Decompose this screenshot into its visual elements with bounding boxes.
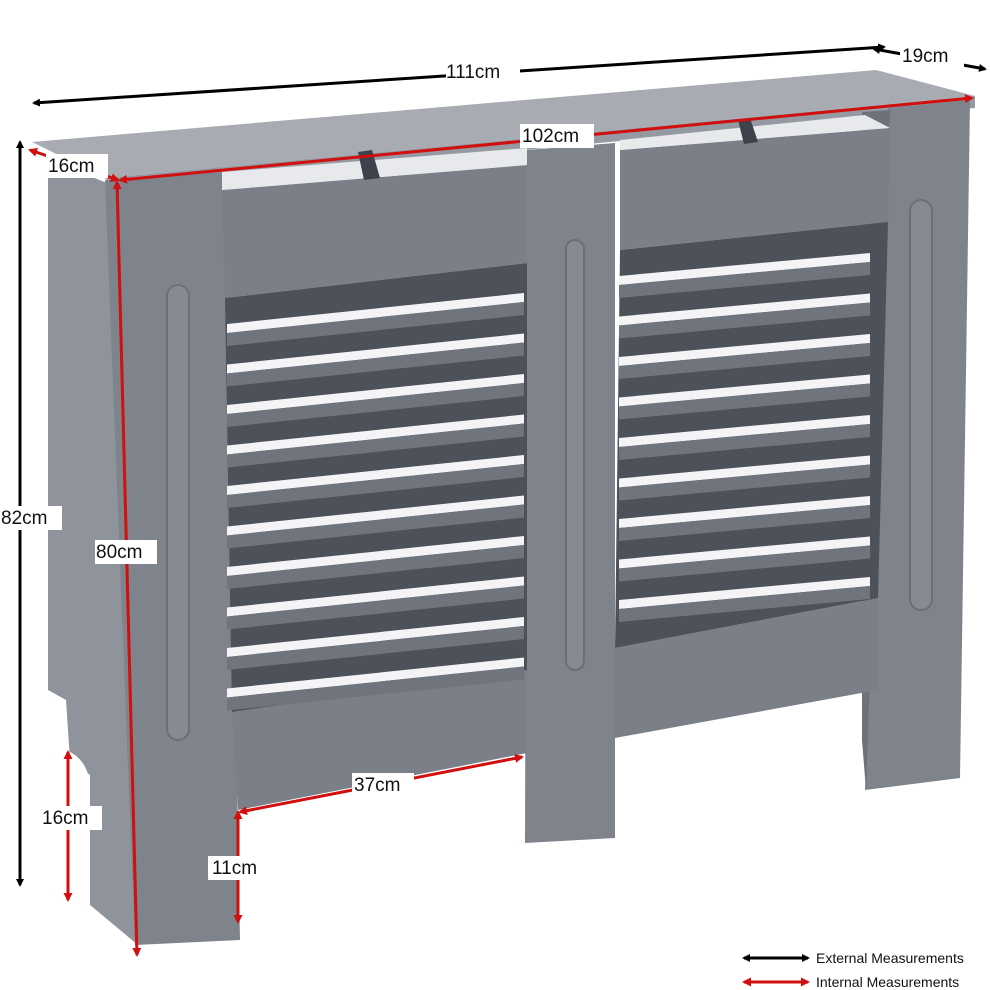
right-slat-face [619, 262, 870, 298]
right-slat [619, 577, 870, 609]
right-slat [619, 253, 870, 285]
right-slat-face [619, 505, 870, 541]
left-slat-face [227, 423, 524, 468]
internal-depth-label: 16cm [48, 156, 94, 177]
internal-width-label: 102cm [522, 126, 579, 147]
right-bottom-rail [615, 598, 878, 738]
left-groove [166, 284, 190, 741]
legend-internal-label: Internal Measurements [816, 974, 959, 990]
left-slat [227, 576, 524, 617]
external-width-label: 111cm [446, 62, 500, 83]
panel-width-label: 37cm [354, 775, 400, 796]
right-slat [619, 496, 870, 528]
left-slat [227, 617, 524, 657]
left-top-rail [222, 165, 527, 298]
left-slat-face [227, 383, 524, 427]
left-slat-face [227, 302, 524, 346]
left-slat-group [227, 293, 524, 711]
right-groove [909, 199, 933, 611]
left-slat [227, 414, 524, 455]
right-slat [619, 334, 870, 366]
middle-groove [565, 239, 585, 671]
left-slat [227, 495, 524, 536]
right-slat-face [619, 545, 870, 582]
radiator-cabinet [32, 70, 975, 945]
external-height-label: 82cm [1, 508, 47, 529]
bottom-clearance-label: 11cm [212, 858, 257, 879]
right-slat-face [619, 464, 870, 501]
left-slat [227, 536, 524, 576]
external-depth-label: 19cm [902, 46, 948, 67]
right-slat-group [619, 253, 870, 622]
right-slat [619, 415, 870, 447]
right-slat-face [619, 424, 870, 460]
right-slat-face [619, 383, 870, 420]
right-slat [619, 455, 870, 488]
left-slat-face [227, 626, 524, 670]
right-slat-face [619, 343, 870, 379]
legend: External Measurements Internal Measureme… [742, 950, 964, 990]
internal-height-arrow [112, 180, 142, 957]
right-slat [619, 374, 870, 407]
right-slat-face [619, 586, 870, 622]
right-slat [619, 536, 870, 569]
left-slat-face [227, 545, 524, 589]
left-slat [227, 293, 524, 333]
left-slat-face [227, 342, 524, 387]
left-slat-face [227, 464, 524, 508]
internal-height-label: 80cm [96, 542, 142, 563]
left-slat [227, 333, 524, 374]
right-slat-face [619, 302, 870, 339]
left-slat-face [227, 504, 524, 549]
measurement-labels: 111cm 19cm 82cm 102cm 16cm 80cm 37cm 16c… [0, 44, 964, 880]
right-slat [619, 293, 870, 326]
left-slat [227, 455, 524, 495]
legend-external-label: External Measurements [816, 950, 964, 966]
left-slat [227, 374, 524, 414]
left-slat [227, 657, 524, 698]
foot-cutout-label: 16cm [42, 808, 88, 829]
left-slat-face [227, 666, 524, 711]
left-slat-face [227, 585, 524, 630]
